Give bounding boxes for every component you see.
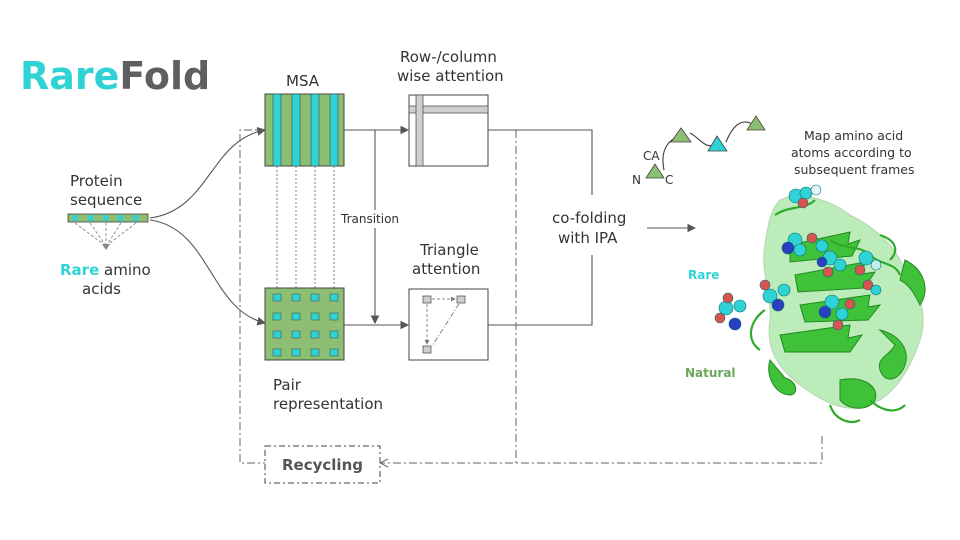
rare-amino-label: Rare amino <box>60 261 151 279</box>
cofold-label-2: with IPA <box>558 229 618 247</box>
transition-label: Transition <box>340 212 399 226</box>
title-fold: Fold <box>119 54 210 98</box>
cofold-label-1: co-folding <box>552 209 626 227</box>
mapping-label-2: atoms according to <box>791 145 912 160</box>
recycling-loop <box>239 129 823 464</box>
natural-structure-label: Natural <box>685 366 736 380</box>
title-rare: Rare <box>20 54 119 98</box>
triangle-to-cofold-line <box>488 255 593 326</box>
frame-triangle-2-icon <box>707 135 728 152</box>
rowcol-to-cofold-line <box>488 129 593 195</box>
rare-structure-label: Rare <box>688 268 719 282</box>
rare-word: Rare <box>60 261 99 279</box>
triangle-label-1: Triangle <box>419 241 479 259</box>
pair-label-2: representation <box>273 395 383 413</box>
frame-triangle-3-icon <box>746 115 766 131</box>
triangle-attention-block <box>408 288 489 361</box>
rare-fan-lines <box>74 222 137 247</box>
protein-label-2: sequence <box>70 191 142 209</box>
recycling-box <box>264 445 381 484</box>
recycling-label: Recycling <box>282 456 363 474</box>
protein-label-1: Protein <box>70 172 123 190</box>
mapping-label-3: subsequent frames <box>794 162 915 177</box>
rowcol-label-1: Row-/column <box>400 48 497 66</box>
msa-block <box>264 93 345 167</box>
frame-n-label: N <box>632 173 641 187</box>
fan-arrow-icon <box>102 244 110 250</box>
transition-label-bg <box>338 210 410 228</box>
residue-frames-chain <box>645 115 766 179</box>
frame-triangle-4-icon <box>645 163 665 179</box>
triangle-label-2: attention <box>412 260 480 278</box>
title: RareFold <box>20 54 210 98</box>
amino-word: amino <box>99 261 150 279</box>
protein-sequence-bar <box>67 213 149 223</box>
rowcol-attention-block <box>408 94 489 167</box>
frame-ca-label: CA <box>643 149 660 163</box>
acids-label: acids <box>82 280 121 298</box>
mapping-label-1: Map amino acid <box>804 128 903 143</box>
seq-to-msa-arrow <box>149 127 267 219</box>
frame-c-label: C <box>665 173 673 187</box>
msa-pair-dotted-lines <box>276 166 335 290</box>
pair-label-1: Pair <box>273 376 302 394</box>
msa-label: MSA <box>286 72 320 90</box>
rowcol-label-2: wise attention <box>397 67 504 85</box>
seq-to-pair-arrow <box>149 219 267 326</box>
pair-block <box>264 287 345 361</box>
frame-triangle-1-icon <box>670 127 692 143</box>
protein-structure-image <box>714 184 926 423</box>
cofold-label-bg <box>545 200 641 252</box>
